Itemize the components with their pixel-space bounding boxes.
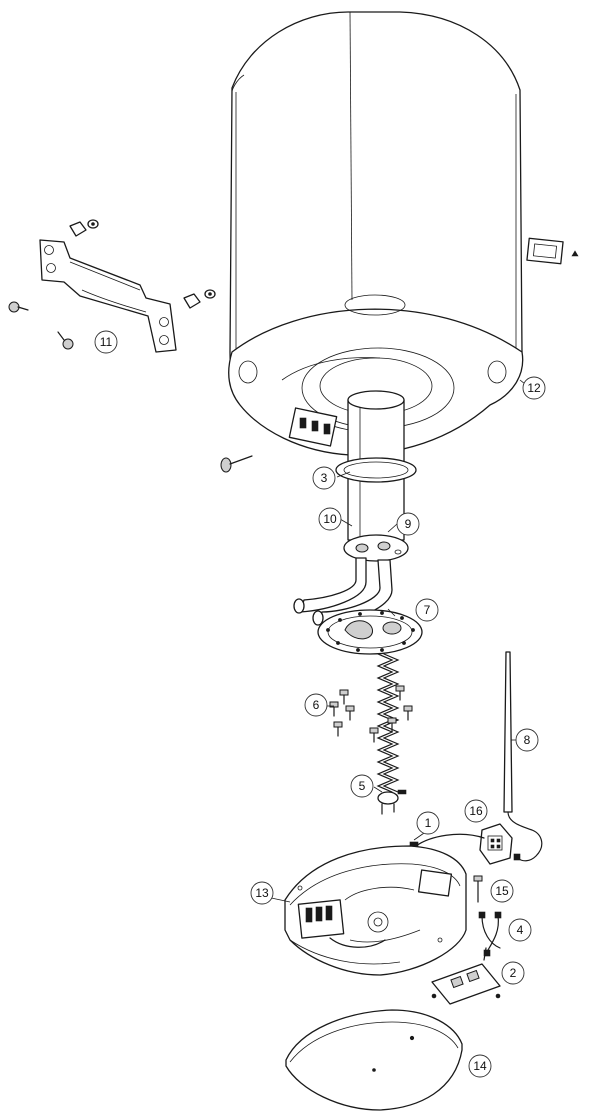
callout-label: 5 xyxy=(359,779,366,793)
callout-label: 16 xyxy=(469,804,483,818)
callout-label: 8 xyxy=(524,733,531,747)
callout-label: 2 xyxy=(510,966,517,980)
callout-5: 5 xyxy=(350,774,374,798)
callout-label: 13 xyxy=(255,886,269,900)
drain-pin xyxy=(220,455,253,473)
part-7-gasket xyxy=(317,609,423,655)
callout-8: 8 xyxy=(515,728,539,752)
callout-7: 7 xyxy=(415,598,439,622)
callout-10: 10 xyxy=(318,507,342,531)
part-2-circuit-board xyxy=(431,947,501,1005)
callout-label: 9 xyxy=(405,517,412,531)
part-4-wires xyxy=(478,911,502,957)
part-14-lower-cap xyxy=(285,1009,463,1111)
callout-label: 1 xyxy=(425,816,432,830)
callout-12: 12 xyxy=(522,376,546,400)
callout-6: 6 xyxy=(304,693,328,717)
callout-14: 14 xyxy=(468,1054,492,1078)
callout-label: 14 xyxy=(473,1059,487,1073)
part-11-wall-bracket xyxy=(8,219,216,353)
part-16-control-box xyxy=(479,823,513,865)
callout-3: 3 xyxy=(312,466,336,490)
part-3-10-9-anode-assembly xyxy=(293,390,417,626)
callout-15: 15 xyxy=(490,879,514,903)
callout-16: 16 xyxy=(464,799,488,823)
part-8-thermostat-probe xyxy=(503,651,543,862)
callout-11: 11 xyxy=(94,330,118,354)
callout-1: 1 xyxy=(416,811,440,835)
callout-4: 4 xyxy=(508,918,532,942)
part-15-screw xyxy=(473,875,483,903)
callout-label: 4 xyxy=(517,923,524,937)
callout-label: 15 xyxy=(495,884,509,898)
callout-label: 10 xyxy=(323,512,337,526)
callout-label: 6 xyxy=(313,698,320,712)
callout-label: 3 xyxy=(321,471,328,485)
callout-label: 11 xyxy=(100,335,113,349)
callout-2: 2 xyxy=(501,961,525,985)
part-13-bottom-cover xyxy=(284,845,467,976)
part-12-plate xyxy=(526,237,579,265)
callout-13: 13 xyxy=(250,881,274,905)
callout-label: 12 xyxy=(527,381,541,395)
part-5-heating-element xyxy=(376,653,407,815)
callout-label: 7 xyxy=(424,603,431,617)
part-6-bolts xyxy=(329,685,413,743)
callout-9: 9 xyxy=(396,512,420,536)
tank-body xyxy=(228,11,524,456)
